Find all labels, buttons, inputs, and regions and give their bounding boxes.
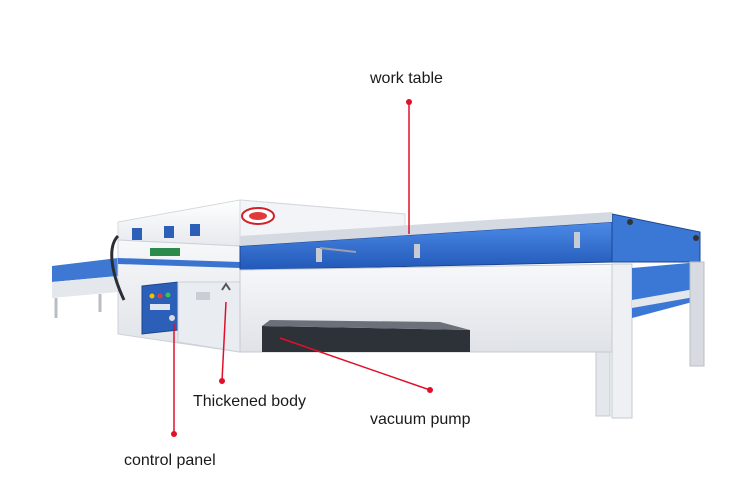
left-feed-table (52, 258, 118, 318)
callout-vacuum-pump (279, 337, 433, 393)
callout-thickened-body (219, 301, 227, 384)
control-panel-box (141, 281, 179, 335)
work-table-assembly (239, 212, 701, 271)
front-support-frame (239, 261, 705, 419)
brand-logo-badge (241, 207, 275, 225)
work-table-label: work table (370, 70, 443, 87)
callout-dot (219, 378, 225, 384)
callout-work-table (406, 99, 412, 234)
callout-dot (427, 387, 433, 393)
thickened-body-frame (177, 281, 241, 353)
vacuum-pump-label: vacuum pump (370, 411, 471, 428)
callout-dot (171, 431, 177, 437)
press-housing (110, 199, 406, 353)
control-panel-label: control panel (124, 452, 216, 469)
callout-control-panel (171, 324, 177, 437)
callout-dot (406, 99, 412, 105)
thickened-body-label: Thickened body (193, 393, 306, 410)
